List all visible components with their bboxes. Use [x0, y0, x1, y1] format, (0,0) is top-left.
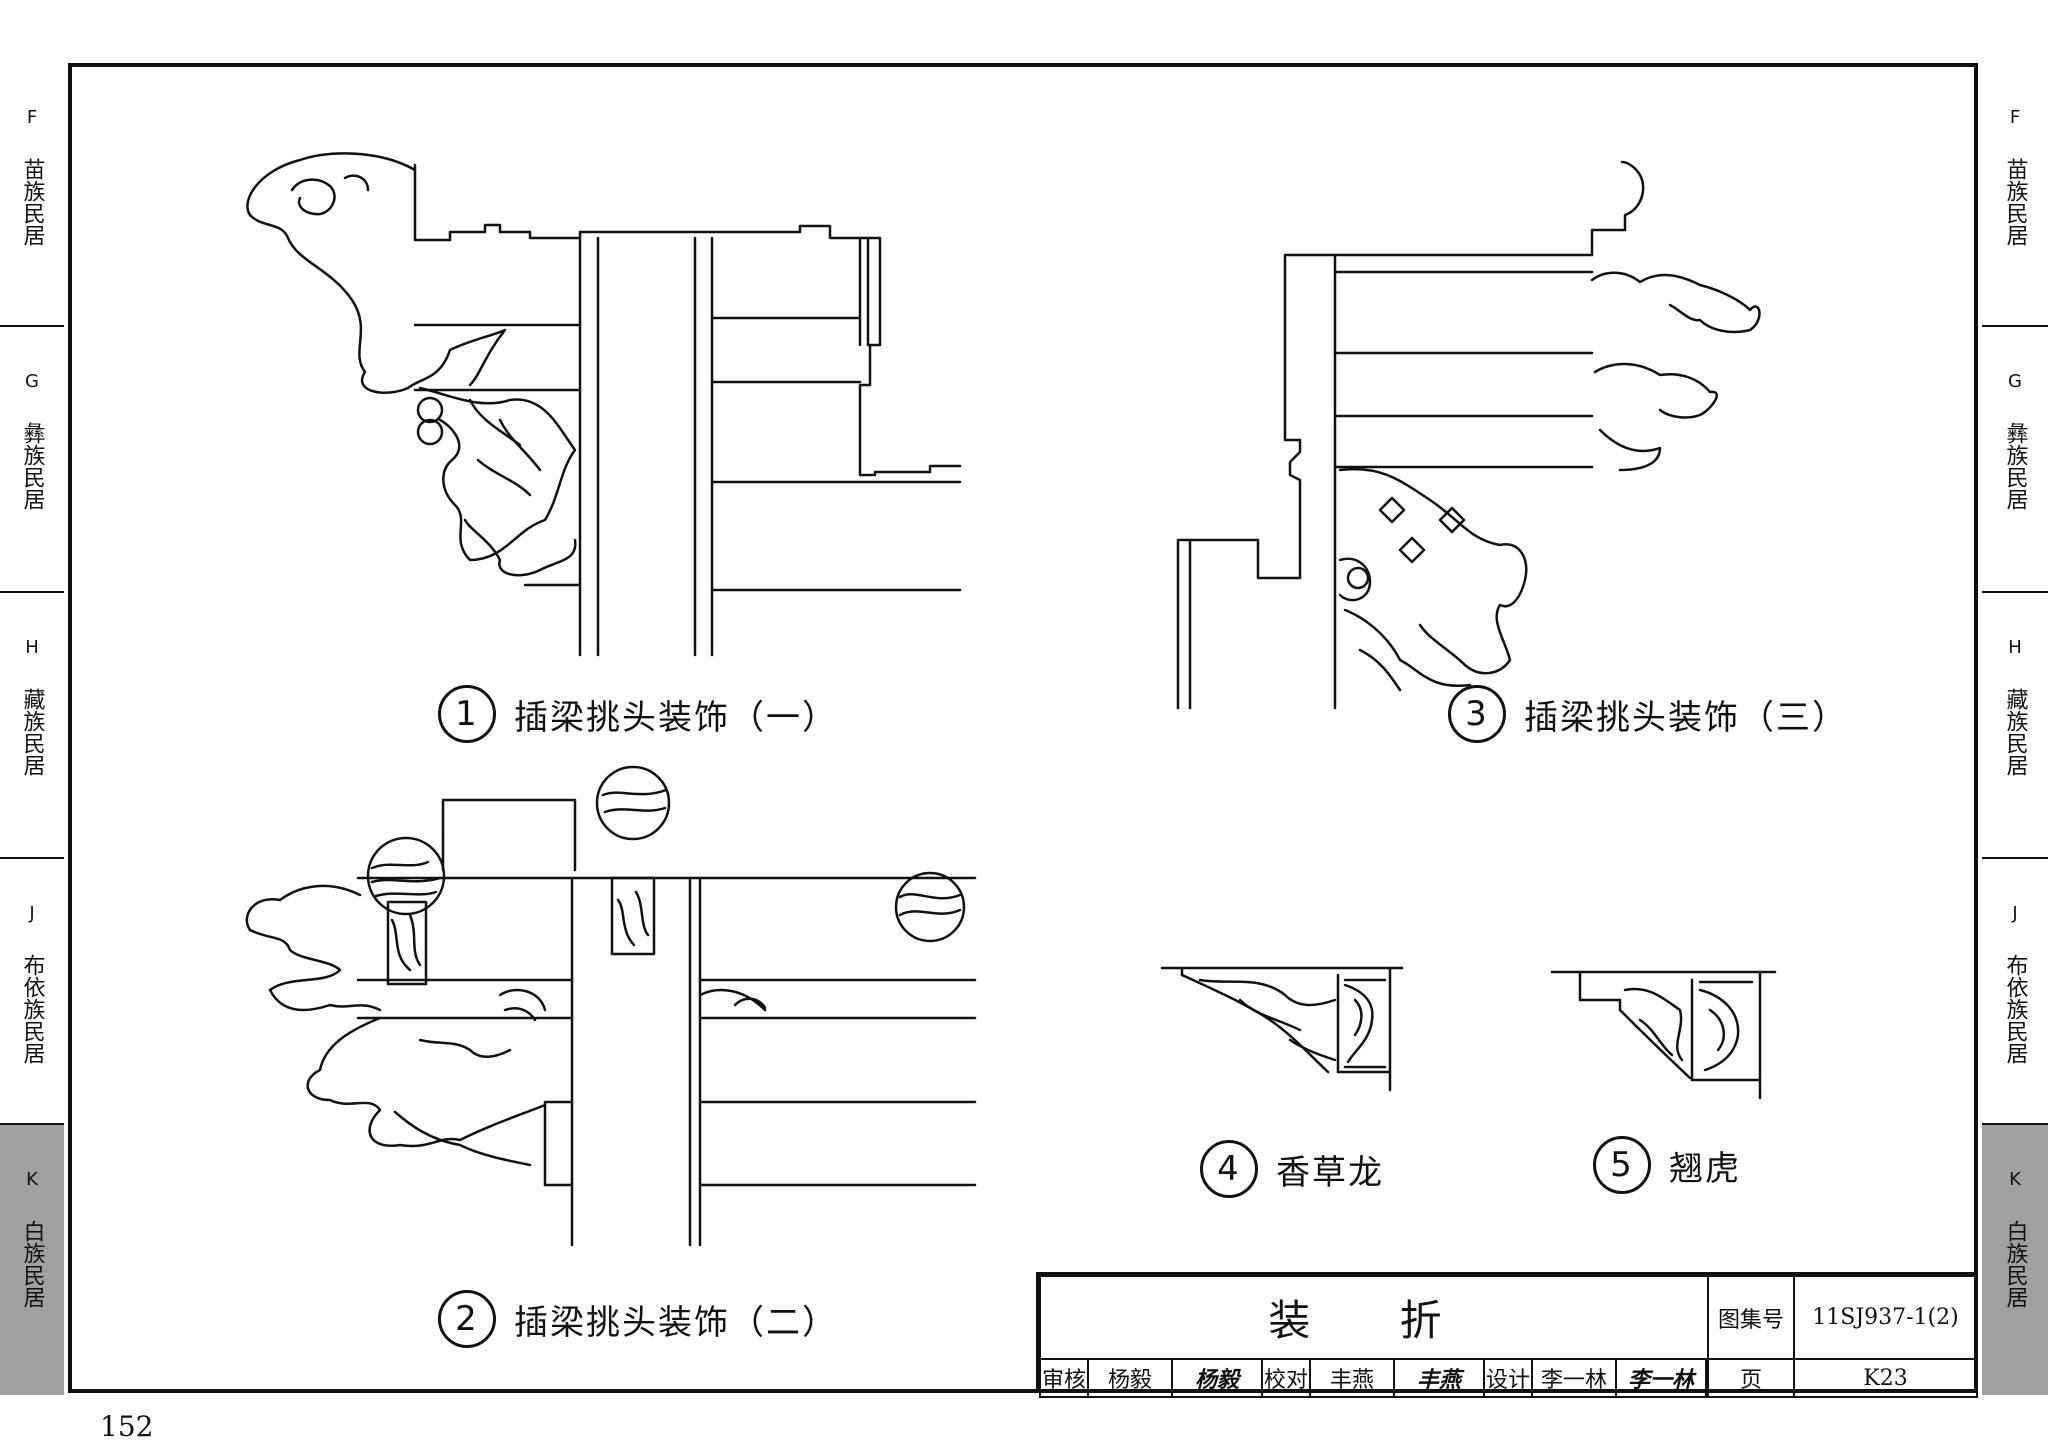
tab-letter: J	[29, 903, 35, 924]
detail-number-2: 2	[438, 1290, 496, 1348]
tab-name: 苗族民居	[2002, 158, 2028, 246]
page-label: 页	[1707, 1358, 1795, 1398]
page-number: 152	[100, 1410, 154, 1443]
side-tab-bai[interactable]: K 白族民居	[1982, 1123, 2048, 1395]
side-tab-zang[interactable]: H 藏族民居	[0, 591, 64, 859]
detail-label-4: 4 香草龙	[1200, 1140, 1384, 1198]
detail-3-drawing	[1176, 160, 1761, 710]
checker-name: 丰燕	[1309, 1358, 1395, 1398]
tab-name: 白族民居	[2002, 1220, 2028, 1308]
detail-5-drawing	[1550, 970, 1777, 1100]
tab-name: 白族民居	[19, 1220, 45, 1308]
detail-label-3: 3 插梁挑头装饰（三）	[1448, 685, 1848, 743]
designer-name: 李一林	[1531, 1358, 1617, 1398]
detail-number-3: 3	[1448, 685, 1506, 743]
tab-letter: G	[2008, 371, 2022, 392]
detail-title-4: 香草龙	[1276, 1152, 1384, 1193]
detail-label-1: 1 插梁挑头装饰（一）	[438, 685, 838, 743]
tab-letter: G	[25, 371, 39, 392]
tab-letter: F	[26, 107, 38, 128]
detail-1-drawing	[246, 152, 962, 657]
detail-number-1: 1	[438, 685, 496, 743]
side-index-right: F 苗族民居 G 彝族民居 H 藏族民居 J 布依族民居 K 白族民居	[1982, 63, 2048, 1395]
reviewer-name: 杨毅	[1087, 1358, 1173, 1398]
side-tab-buyi[interactable]: J 布依族民居	[0, 857, 64, 1125]
detail-4-drawing	[1160, 966, 1404, 1092]
atlas-number: 11SJ937-1(2)	[1793, 1275, 1978, 1360]
reviewer-signature: 杨毅	[1171, 1358, 1263, 1398]
side-tab-zang[interactable]: H 藏族民居	[1982, 591, 2048, 859]
detail-2-drawing	[245, 765, 977, 1247]
tab-letter: K	[2009, 1169, 2021, 1190]
check-label: 校对	[1261, 1358, 1311, 1398]
side-tab-buyi[interactable]: J 布依族民居	[1982, 857, 2048, 1125]
detail-title-2: 插梁挑头装饰（二）	[514, 1302, 838, 1343]
tab-letter: H	[25, 637, 39, 658]
review-label: 审核	[1039, 1358, 1089, 1398]
detail-number-5: 5	[1593, 1136, 1651, 1194]
tab-name: 布依族民居	[19, 954, 45, 1064]
detail-title-1: 插梁挑头装饰（一）	[514, 697, 838, 738]
side-tab-miao[interactable]: F 苗族民居	[0, 63, 64, 325]
title-block: 装 折 图集号 11SJ937-1(2) 审核 杨毅 杨毅 校对 丰燕 丰燕 设…	[1036, 1272, 1978, 1398]
tab-name: 藏族民居	[19, 688, 45, 776]
tab-letter: H	[2008, 637, 2022, 658]
atlas-label: 图集号	[1707, 1275, 1795, 1360]
side-tab-yi[interactable]: G 彝族民居	[0, 325, 64, 593]
drawing-title: 装 折	[1039, 1275, 1709, 1360]
detail-title-3: 插梁挑头装饰（三）	[1524, 697, 1848, 738]
tab-letter: K	[26, 1169, 38, 1190]
detail-label-5: 5 翘虎	[1593, 1136, 1741, 1194]
tab-name: 布依族民居	[2002, 954, 2028, 1064]
detail-title-5: 翘虎	[1669, 1148, 1741, 1189]
side-index-left: F 苗族民居 G 彝族民居 H 藏族民居 J 布依族民居 K 白族民居	[0, 63, 64, 1395]
side-tab-yi[interactable]: G 彝族民居	[1982, 325, 2048, 593]
side-tab-bai[interactable]: K 白族民居	[0, 1123, 64, 1395]
detail-label-2: 2 插梁挑头装饰（二）	[438, 1290, 838, 1348]
tab-name: 彝族民居	[19, 422, 45, 510]
tab-letter: J	[2012, 903, 2018, 924]
side-tab-miao[interactable]: F 苗族民居	[1982, 63, 2048, 325]
drawing-frame	[68, 63, 1978, 1393]
checker-signature: 丰燕	[1393, 1358, 1485, 1398]
page-code: K23	[1793, 1358, 1978, 1398]
designer-signature: 李一林	[1615, 1358, 1707, 1398]
tab-name: 藏族民居	[2002, 688, 2028, 776]
detail-number-4: 4	[1200, 1140, 1258, 1198]
tab-name: 彝族民居	[2002, 422, 2028, 510]
tab-letter: F	[2009, 107, 2021, 128]
tab-name: 苗族民居	[19, 158, 45, 246]
design-label: 设计	[1483, 1358, 1533, 1398]
